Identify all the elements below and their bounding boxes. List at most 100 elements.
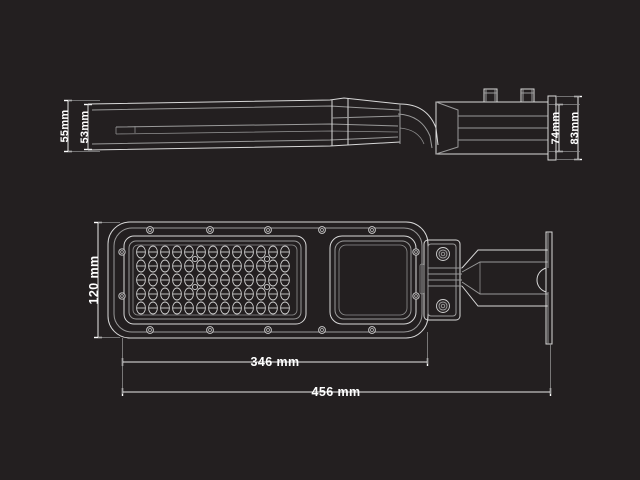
led-row	[172, 273, 182, 287]
led-row	[220, 259, 230, 273]
screw	[146, 226, 154, 234]
led-row	[184, 301, 194, 315]
led-row	[172, 287, 182, 301]
clamp-bolt-top-left	[436, 247, 450, 261]
screw	[412, 248, 420, 256]
led-row	[160, 259, 170, 273]
bracket-bolt-right	[520, 88, 535, 103]
led-row	[208, 245, 218, 259]
led-row	[280, 245, 290, 259]
led-row	[136, 245, 146, 259]
dimension-456mm	[121, 344, 552, 396]
dimension-120mm	[94, 221, 120, 339]
screw	[368, 326, 376, 334]
led-row	[268, 301, 278, 315]
led-row	[136, 259, 146, 273]
led-row	[148, 259, 158, 273]
led-row	[256, 273, 266, 287]
led-row	[136, 273, 146, 287]
screw	[264, 226, 272, 234]
led-row	[232, 273, 242, 287]
led-row	[148, 273, 158, 287]
side-elevation-view	[64, 88, 582, 161]
led-row	[280, 259, 290, 273]
led-row	[196, 259, 206, 273]
lens-strip-side-detail	[115, 123, 399, 135]
screw	[264, 326, 272, 334]
led-row	[172, 301, 182, 315]
led-row	[244, 259, 254, 273]
led-row	[268, 273, 278, 287]
clamp-bolt-top-right	[436, 299, 450, 313]
dimension-label-55mm: 55mm	[59, 110, 71, 143]
screw	[118, 292, 126, 300]
screw	[206, 326, 214, 334]
led-row	[244, 273, 254, 287]
led-row	[160, 273, 170, 287]
led-row	[172, 259, 182, 273]
dimension-label-120mm: 120 mm	[87, 256, 101, 305]
driver-compartment-top	[329, 235, 417, 325]
led-row	[208, 301, 218, 315]
led-row	[220, 301, 230, 315]
neck-ribs-top	[428, 267, 462, 287]
led-row	[220, 273, 230, 287]
led-row	[280, 301, 290, 315]
led-row	[208, 259, 218, 273]
led-row	[184, 259, 194, 273]
screw	[318, 326, 326, 334]
led-row	[196, 287, 206, 301]
screw	[368, 226, 376, 234]
mounting-bracket-side	[435, 95, 557, 161]
led-row	[172, 245, 182, 259]
led-row	[208, 273, 218, 287]
dimension-label-83mm: 83mm	[569, 112, 581, 145]
led-row	[232, 301, 242, 315]
led-row	[280, 287, 290, 301]
screw	[206, 226, 214, 234]
led-row	[136, 287, 146, 301]
screw	[118, 248, 126, 256]
led-panel-bezel	[123, 235, 307, 325]
led-row	[184, 287, 194, 301]
led-row	[232, 259, 242, 273]
led-row	[280, 273, 290, 287]
driver-compartment-side	[331, 98, 401, 146]
led-row	[268, 259, 278, 273]
top-plan-view	[94, 221, 553, 396]
led-row	[268, 245, 278, 259]
led-row	[232, 287, 242, 301]
mounting-arm-top	[461, 249, 548, 307]
led-row	[184, 245, 194, 259]
led-row	[196, 301, 206, 315]
screw	[412, 292, 420, 300]
led-row	[256, 301, 266, 315]
led-row	[196, 245, 206, 259]
led-row	[268, 287, 278, 301]
neck-transition-side	[397, 103, 439, 149]
screw	[318, 226, 326, 234]
led-row	[232, 245, 242, 259]
led-row	[160, 301, 170, 315]
housing-screws	[118, 226, 420, 334]
led-row	[256, 259, 266, 273]
led-row	[160, 245, 170, 259]
led-row	[244, 287, 254, 301]
led-row	[148, 287, 158, 301]
led-row	[148, 245, 158, 259]
dimension-label-53mm: 53mm	[79, 111, 91, 144]
led-row	[256, 245, 266, 259]
led-lens-array	[136, 245, 290, 315]
dimension-label-346mm: 346 mm	[251, 355, 300, 369]
dimension-346mm	[121, 332, 429, 366]
led-row	[256, 287, 266, 301]
led-row	[244, 245, 254, 259]
led-row	[160, 287, 170, 301]
led-row	[208, 287, 218, 301]
pole-clamp-top	[536, 231, 553, 345]
led-row	[196, 273, 206, 287]
led-row	[148, 301, 158, 315]
led-row	[220, 287, 230, 301]
led-row	[220, 245, 230, 259]
